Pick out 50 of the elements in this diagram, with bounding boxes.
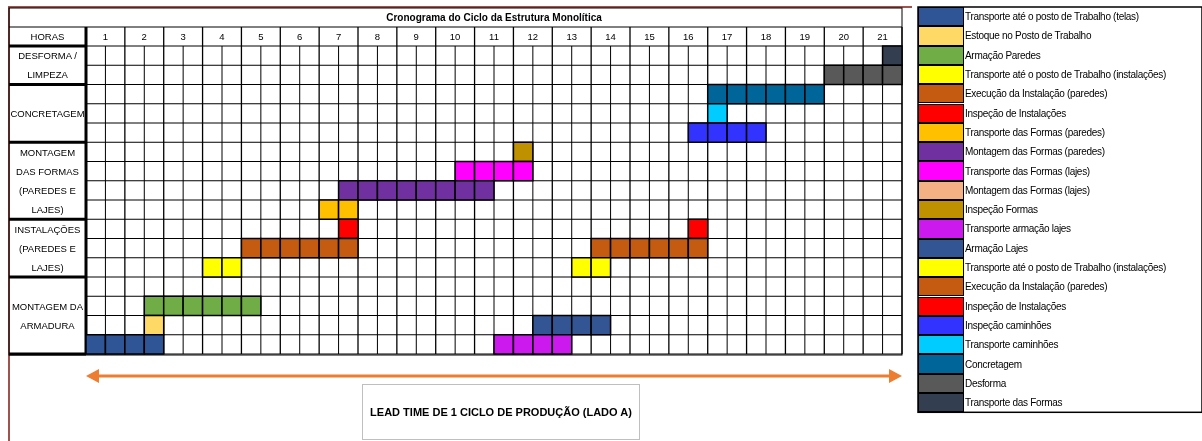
column-header: 3 bbox=[179, 30, 187, 44]
table-title: Cronograma do Ciclo da Estrutura Monolítica bbox=[385, 11, 603, 25]
column-header: 10 bbox=[448, 30, 462, 44]
legend-label: Inspeção Formas bbox=[965, 203, 1038, 218]
legend-label: Inspeção de Instalações bbox=[965, 299, 1066, 314]
column-header: HORAS bbox=[29, 30, 66, 44]
legend-label: Montagem das Formas (lajes) bbox=[965, 183, 1090, 198]
column-header: 5 bbox=[257, 30, 265, 44]
row-header: MONTAGEM DA ARMADURA bbox=[10, 299, 85, 333]
column-header: 13 bbox=[565, 30, 578, 44]
row-header: INSTALAÇÕES (PAREDES E LAJES) bbox=[13, 222, 82, 275]
legend-label: Transporte até o posto de Trabalho (instalações) bbox=[965, 261, 1166, 276]
legend-label: Montagem das Formas (paredes) bbox=[965, 145, 1105, 160]
legend-label: Transporte das Formas (lajes) bbox=[965, 164, 1090, 179]
column-header: 20 bbox=[837, 30, 850, 44]
column-header: 16 bbox=[681, 30, 695, 44]
text-box: LEAD TIME DE 1 CICLO DE PRODUÇÃO (LADO A) bbox=[362, 384, 640, 440]
legend-label: Execução da Instalação (paredes) bbox=[965, 280, 1108, 295]
column-header: 14 bbox=[604, 30, 617, 44]
column-header: 4 bbox=[218, 30, 226, 44]
legend-label: Transporte das Formas (paredes) bbox=[965, 125, 1105, 140]
legend-label: Transporte armação lajes bbox=[965, 222, 1071, 237]
column-header: 15 bbox=[643, 30, 656, 44]
legend-label: Transporte até o posto de Trabalho (instalações) bbox=[965, 68, 1166, 83]
column-header: 2 bbox=[140, 30, 148, 44]
column-header: 19 bbox=[798, 30, 812, 44]
legend-label: Armação Lajes bbox=[965, 241, 1028, 256]
column-header: 12 bbox=[526, 30, 540, 44]
legend-label: Concretagem bbox=[965, 357, 1022, 372]
legend-label: Transporte das Formas bbox=[965, 396, 1063, 411]
row-header: DESFORMA / LIMPEZA bbox=[17, 49, 78, 83]
row-header: MONTAGEM DAS FORMAS (PAREDES E LAJES) bbox=[15, 145, 80, 217]
column-header: 1 bbox=[101, 30, 110, 44]
column-header: 7 bbox=[334, 30, 343, 44]
legend-label: Inspeção de Instalações bbox=[965, 106, 1066, 121]
legend-label: Transporte até o posto de Trabalho (telas) bbox=[965, 10, 1139, 25]
column-header: 17 bbox=[720, 30, 734, 44]
column-header: 9 bbox=[412, 30, 420, 44]
column-header: 21 bbox=[876, 30, 889, 44]
column-header: 6 bbox=[296, 30, 304, 44]
legend-label: Estoque no Posto de Trabalho bbox=[965, 29, 1092, 44]
row-header: CONCRETAGEM bbox=[10, 106, 85, 121]
column-header: 8 bbox=[373, 30, 382, 44]
legend-label: Inspeção caminhões bbox=[965, 318, 1052, 333]
legend-label: Armação Paredes bbox=[965, 48, 1041, 63]
column-header: 11 bbox=[488, 30, 500, 44]
legend-label: Desforma bbox=[965, 376, 1006, 391]
legend-label: Execução da Instalação (paredes) bbox=[965, 87, 1108, 102]
column-header: 18 bbox=[759, 30, 773, 44]
legend-label: Transporte caminhões bbox=[965, 338, 1059, 353]
